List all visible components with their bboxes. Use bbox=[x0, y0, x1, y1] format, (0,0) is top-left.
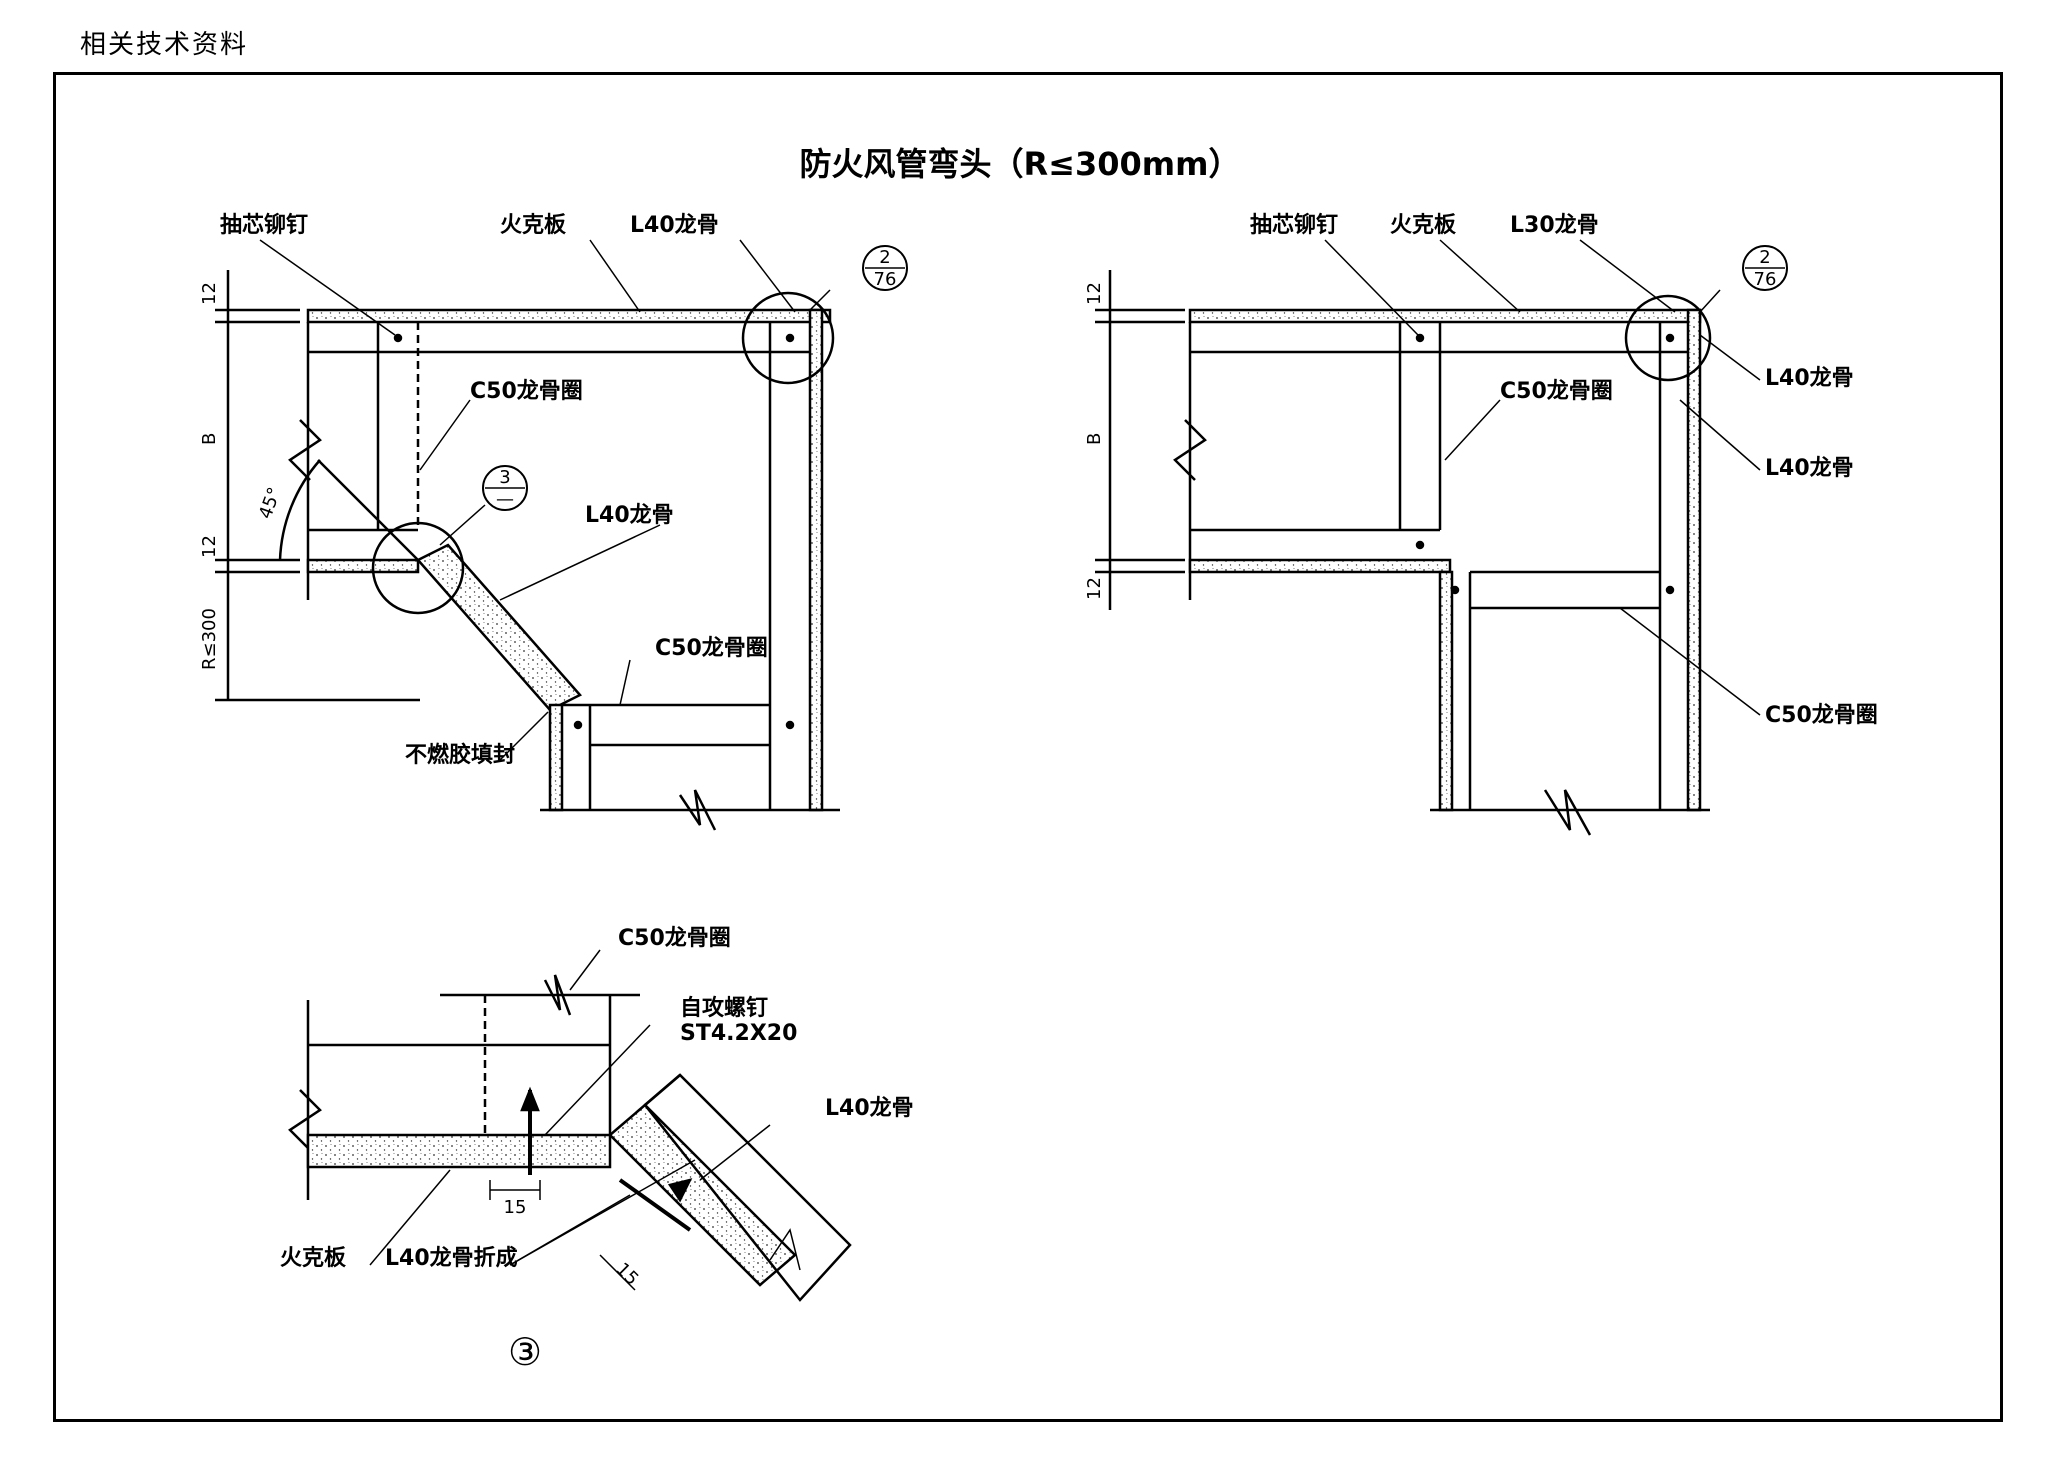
left-bottom-board bbox=[306, 558, 420, 574]
right-callout-num: 2 bbox=[1759, 247, 1770, 268]
drawing-title: 防火风管弯头（R≤300mm） bbox=[800, 145, 1241, 183]
left-dim-r: R≤300 bbox=[199, 608, 220, 670]
left-top-board bbox=[306, 308, 832, 324]
detail-marker: ③ bbox=[508, 1330, 542, 1374]
right-dim-b: B bbox=[1084, 433, 1105, 445]
detail-board bbox=[306, 1133, 612, 1169]
left-diagonal-piece bbox=[415, 543, 583, 712]
detail-dim-2: 15 bbox=[611, 1259, 642, 1290]
detail-diagonal-board bbox=[608, 1103, 797, 1287]
left-label-c50-ring: C50龙骨圈 bbox=[470, 379, 583, 404]
left-dim-bottom: 12 bbox=[199, 535, 220, 558]
left-label-c50-ring-bottom: C50龙骨圈 bbox=[655, 636, 768, 661]
right-label-board: 火克板 bbox=[1390, 212, 1457, 238]
left-label-sealant: 不燃胶填封 bbox=[405, 742, 515, 768]
right-right-board bbox=[1686, 308, 1702, 812]
right-label-l40-b: L40龙骨 bbox=[1765, 456, 1854, 481]
detail-label-screw: 自攻螺钉 bbox=[680, 995, 768, 1021]
left-lower-board bbox=[548, 703, 564, 812]
left-dim-top: 12 bbox=[199, 282, 220, 305]
left-label-l40-diag: L40龙骨 bbox=[585, 503, 674, 528]
right-detail-circle bbox=[1624, 294, 1712, 382]
detail-label-c50-ring: C50龙骨圈 bbox=[618, 926, 731, 951]
right-bottom-board bbox=[1188, 558, 1452, 574]
left-dim-b: B bbox=[199, 433, 220, 445]
left-dim-angle: 45° bbox=[255, 485, 286, 522]
detail-label-l40: L40龙骨 bbox=[825, 1096, 914, 1121]
left-detail-circle-top bbox=[741, 291, 835, 385]
left-detail-circle-mid bbox=[371, 521, 465, 615]
left-callout-num: 2 bbox=[879, 247, 890, 268]
detail-label-board: 火克板 bbox=[280, 1245, 347, 1271]
detail-label-l40-bent: L40龙骨折成 bbox=[385, 1246, 518, 1271]
left-callout-detail[interactable]: 2 76 bbox=[862, 245, 908, 291]
detail-label-screw-spec: ST4.2X20 bbox=[680, 1021, 797, 1046]
left-label-rivet: 抽芯铆钉 bbox=[220, 212, 308, 238]
right-label-c50-ring: C50龙骨圈 bbox=[1500, 379, 1613, 404]
right-dim-top: 12 bbox=[1084, 282, 1105, 305]
left-section-sheet: — bbox=[496, 489, 514, 510]
left-view bbox=[215, 239, 840, 831]
right-label-l40-a: L40龙骨 bbox=[1765, 366, 1854, 391]
left-right-board bbox=[808, 308, 824, 812]
right-label-rivet: 抽芯铆钉 bbox=[1250, 212, 1338, 238]
right-label-l30: L30龙骨 bbox=[1510, 213, 1599, 238]
right-callout-sheet: 76 bbox=[1754, 269, 1777, 290]
left-section-num: 3 bbox=[499, 467, 510, 488]
left-label-l40-top: L40龙骨 bbox=[630, 213, 719, 238]
left-callout-sheet: 76 bbox=[874, 269, 897, 290]
detail-view bbox=[288, 949, 852, 1302]
detail-dim-1: 15 bbox=[504, 1197, 527, 1218]
drawing-frame bbox=[53, 72, 2003, 1422]
right-lower-board bbox=[1438, 570, 1454, 812]
right-callout-detail[interactable]: 2 76 bbox=[1742, 245, 1788, 291]
right-top-board bbox=[1188, 308, 1702, 324]
sheet-header: 相关技术资料 bbox=[80, 30, 249, 60]
left-label-board: 火克板 bbox=[500, 212, 567, 238]
right-dim-bottom: 12 bbox=[1084, 577, 1105, 600]
left-callout-section[interactable]: 3 — bbox=[482, 465, 528, 511]
right-label-c50-ring-bottom: C50龙骨圈 bbox=[1765, 703, 1878, 728]
right-view bbox=[1095, 239, 1761, 836]
